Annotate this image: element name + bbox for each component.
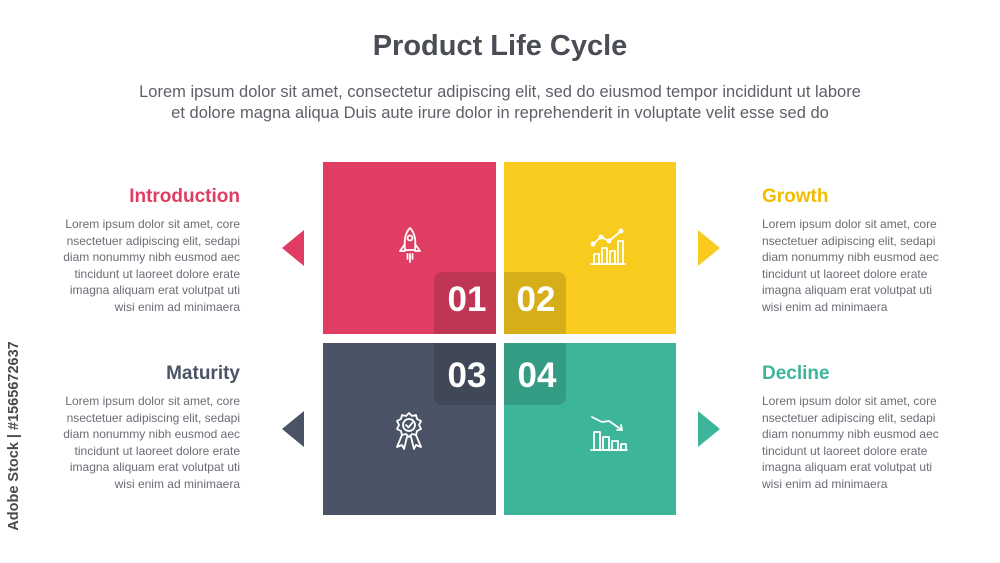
arrow-left-introduction xyxy=(282,230,304,266)
stage-number-03: 03 xyxy=(434,343,496,405)
description-line: Lorem ipsum dolor sit amet, core xyxy=(65,394,240,408)
stage-square-decline xyxy=(504,343,676,515)
award-badge-icon xyxy=(388,410,430,452)
stage-heading-growth: Growth xyxy=(762,186,829,207)
stage-heading-introduction: Introduction xyxy=(129,186,240,207)
arrow-left-maturity xyxy=(282,411,304,447)
description-line: imagna aliquam erat volutpat uti xyxy=(762,283,933,297)
description-line: wisi enim ad minimaera xyxy=(762,476,888,491)
rocket-icon xyxy=(389,224,431,266)
description-line: imagna aliquam erat volutpat uti xyxy=(69,283,240,297)
description-line: diam nonummy nibh eusmod aec xyxy=(63,250,240,264)
description-line: nsectetuer adipiscing elit, sedapi xyxy=(762,410,936,425)
description-line: Lorem ipsum dolor sit amet, core xyxy=(762,217,937,231)
stage-square-growth xyxy=(504,162,676,334)
subtitle-line: Lorem ipsum dolor sit amet, consectetur … xyxy=(139,83,861,101)
watermark-text: Adobe Stock | #1565672637 xyxy=(6,341,22,531)
stock-watermark: Adobe Stock | #1565672637 xyxy=(2,316,26,556)
decline-chart-icon xyxy=(588,412,630,454)
description-line: imagna aliquam erat volutpat uti xyxy=(69,460,240,474)
stage-square-maturity xyxy=(323,343,496,515)
description-line: diam nonummy nibh eusmod aec xyxy=(762,250,939,264)
stage-number-04: 04 xyxy=(504,343,566,405)
growth-chart-icon xyxy=(587,226,629,268)
description-line: diam nonummy nibh eusmod aec xyxy=(63,427,240,441)
description-line: nsectetuer adipiscing elit, sedapi xyxy=(66,410,240,425)
description-line: tincidunt ut laoreet dolore erate xyxy=(762,443,928,458)
stage-heading-maturity: Maturity xyxy=(166,363,240,384)
stage-description-decline: Lorem ipsum dolor sit amet, core nsectet… xyxy=(762,393,962,492)
stage-heading-decline: Decline xyxy=(762,363,830,384)
description-line: nsectetuer adipiscing elit, sedapi xyxy=(762,233,936,248)
stage-square-introduction xyxy=(323,162,496,334)
description-line: wisi enim ad minimaera xyxy=(114,476,240,491)
page-title: Product Life Cycle xyxy=(372,30,628,62)
subtitle-line: et dolore magna aliqua Duis aute irure d… xyxy=(171,104,829,122)
description-line: diam nonummy nibh eusmod aec xyxy=(762,427,939,441)
arrow-right-decline xyxy=(698,411,720,447)
description-line: tincidunt ut laoreet dolore erate xyxy=(74,443,240,458)
description-line: wisi enim ad minimaera xyxy=(114,299,240,314)
description-line: imagna aliquam erat volutpat uti xyxy=(762,460,933,474)
arrow-right-growth xyxy=(698,230,720,266)
stage-number-01: 01 xyxy=(434,272,496,334)
stage-number-02: 02 xyxy=(504,272,566,334)
description-line: nsectetuer adipiscing elit, sedapi xyxy=(66,233,240,248)
description-line: Lorem ipsum dolor sit amet, core xyxy=(762,394,937,408)
stage-description-introduction: Lorem ipsum dolor sit amet, core nsectet… xyxy=(40,216,240,315)
description-line: tincidunt ut laoreet dolore erate xyxy=(762,266,928,281)
page-subtitle: Lorem ipsum dolor sit amet, consectetur … xyxy=(40,82,960,124)
stage-description-growth: Lorem ipsum dolor sit amet, core nsectet… xyxy=(762,216,962,315)
description-line: wisi enim ad minimaera xyxy=(762,299,888,314)
stage-description-maturity: Lorem ipsum dolor sit amet, core nsectet… xyxy=(40,393,240,492)
description-line: Lorem ipsum dolor sit amet, core xyxy=(65,217,240,231)
description-line: tincidunt ut laoreet dolore erate xyxy=(74,266,240,281)
